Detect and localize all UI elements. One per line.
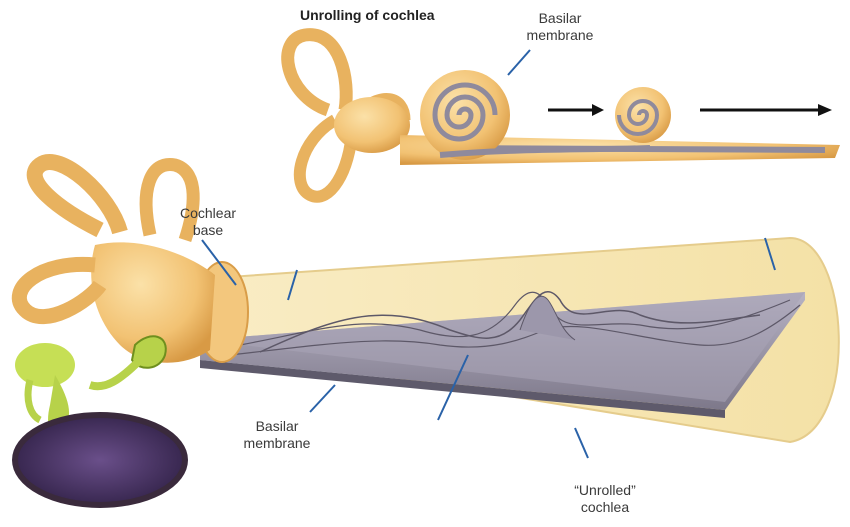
bottom-inner-ear [15, 162, 839, 505]
leader-membrane-bottom [310, 385, 335, 412]
diagram-title: Unrolling of cochlea [300, 7, 435, 23]
label-unrolled-cochlea: “Unrolled” cochlea [555, 482, 655, 516]
label-basilar-membrane-top: Basilar membrane [520, 10, 600, 44]
top-semicircular-canal-1 [288, 35, 346, 110]
eardrum [15, 415, 185, 505]
leader-unrolled [575, 428, 588, 458]
top-basilar-leader [508, 50, 530, 75]
label-cochlear-base: Cochlear base [168, 205, 248, 239]
top-arrow-2 [700, 104, 832, 116]
top-inner-ear [288, 35, 840, 197]
label-basilar-membrane-bottom: Basilar membrane [232, 418, 322, 452]
bottom-semicircular-canal-2 [19, 264, 100, 316]
top-vestibule [334, 97, 410, 153]
bottom-semicircular-canal-1 [35, 162, 120, 232]
top-arrow-1 [548, 104, 604, 116]
